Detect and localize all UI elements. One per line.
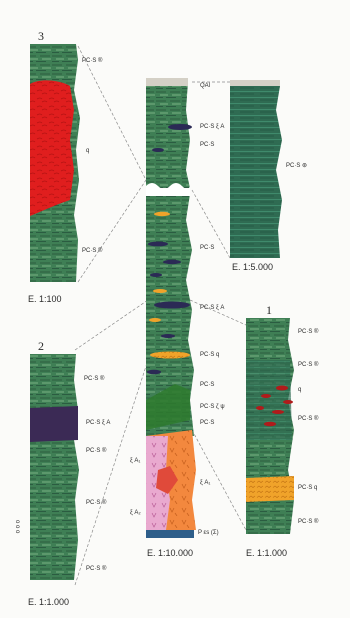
section-2-label-1: PC·S ® xyxy=(84,375,105,382)
section-3-label-top: PC·S ® xyxy=(82,57,103,64)
margin-note: o o o xyxy=(14,520,20,534)
section-2-label-2: PC·S ξ A xyxy=(86,420,110,426)
section-1-label-4: PC·S q xyxy=(298,485,317,491)
main-label-ea1: ξ A₁ xyxy=(130,458,140,464)
section-1-scale: E. 1:1.000 xyxy=(246,548,287,558)
main-label-1: PC·S ξ A xyxy=(200,124,224,130)
upper-right-label: PC·S ⊛ xyxy=(286,163,307,169)
amphibolite-lens-2 xyxy=(154,302,190,309)
main-label-6: PC·S xyxy=(200,382,214,388)
quartz-band-section-1 xyxy=(246,476,294,502)
section-2-column xyxy=(30,354,79,580)
main-label-ea1b: ξ A₁ xyxy=(200,480,210,486)
main-label-2: PC·S xyxy=(200,142,214,148)
section-2-label-5: PC·S ® xyxy=(86,565,107,572)
section-1-label-5: PC·S ® xyxy=(298,518,319,525)
main-label-8: PC·S xyxy=(200,420,214,426)
section-1-column xyxy=(246,318,294,534)
amphibolite-band-section-2 xyxy=(30,406,78,442)
section-1-label-1: PC·S ® xyxy=(298,328,319,335)
main-label-qal: QAl xyxy=(200,83,210,89)
alluvium-cap xyxy=(146,78,188,86)
main-label-5: PC·S q xyxy=(200,352,219,358)
quartz-vein-red xyxy=(30,80,74,216)
main-label-4: PC·S ξ A xyxy=(200,305,224,311)
section-3-label-q: q xyxy=(86,148,89,154)
main-label-ea2: ξ A₂ xyxy=(130,510,141,516)
section-1-number: 1 xyxy=(266,303,272,317)
section-2-scale: E. 1:1.000 xyxy=(28,597,69,607)
section-2-label-4: PC·S ® xyxy=(86,499,107,506)
main-scale: E. 1:10.000 xyxy=(147,548,193,558)
main-label-7: PC·S ζ ψ xyxy=(200,404,225,410)
section-3-label-bottom: PC·S ® xyxy=(82,247,103,254)
section-1-label-2: PC·S ® xyxy=(298,361,319,368)
section-3-scale: E. 1:100 xyxy=(28,294,62,304)
quartz-band xyxy=(150,352,190,359)
main-label-3: PC·S xyxy=(200,245,214,251)
amphibolite-lens-1 xyxy=(168,124,192,130)
section-2-label-3: PC·S ® xyxy=(86,447,107,454)
section-3-column xyxy=(30,44,80,282)
section-3-number: 3 xyxy=(38,29,44,43)
section-1-label-q: q xyxy=(298,387,301,393)
main-section-column xyxy=(146,78,196,538)
section-2-number: 2 xyxy=(38,339,44,353)
basement-strip xyxy=(146,530,194,538)
upper-right-scale: E. 1:5.000 xyxy=(232,262,273,272)
main-label-9: P εs (Σ) xyxy=(198,530,219,536)
section-1-label-3: PC·S ® xyxy=(298,415,319,422)
section-upper-right-column xyxy=(230,80,282,258)
